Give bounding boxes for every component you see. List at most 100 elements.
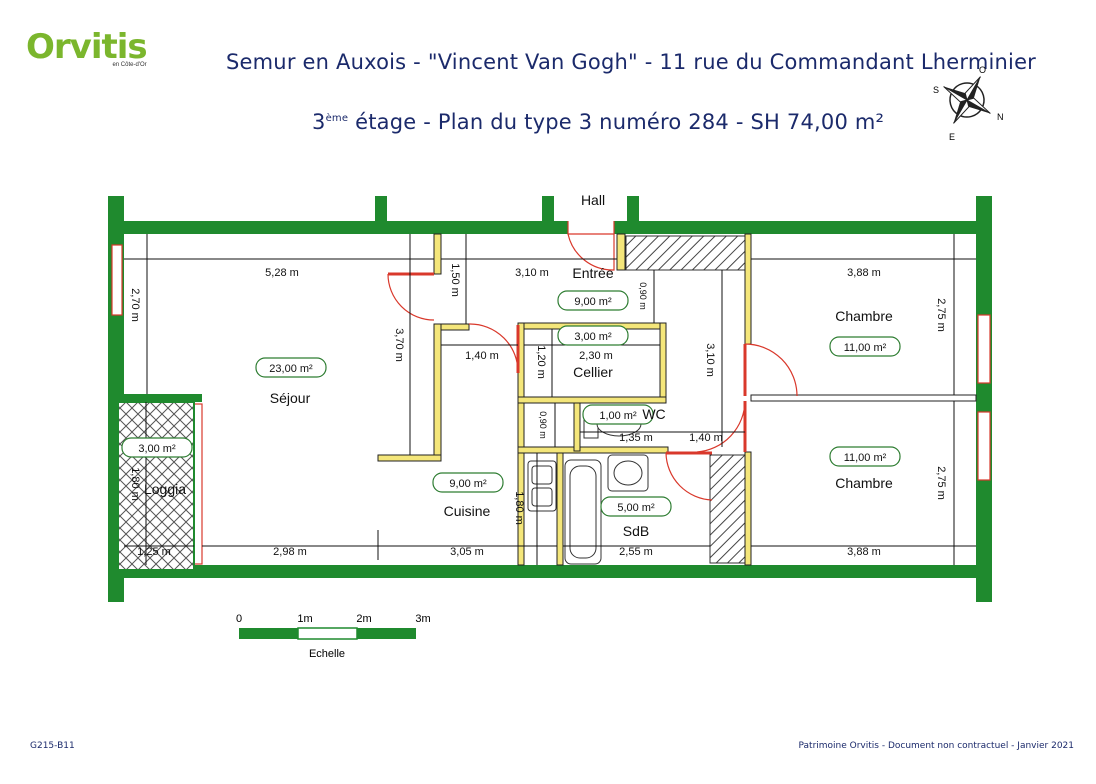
partition: [659, 322, 667, 400]
partition: [377, 454, 442, 462]
area-sdb: 5,00 m²: [617, 502, 655, 514]
door-swing: [665, 452, 713, 501]
compass-label-s: S: [933, 85, 939, 95]
dim-label: 2,70 m: [129, 288, 141, 322]
sink-basin: [531, 487, 553, 507]
dim-label: 2,75 m: [935, 298, 947, 332]
door-swing: [744, 343, 798, 397]
wall-stubs: [108, 196, 992, 602]
dim-label: 3,70 m: [393, 328, 405, 362]
dim-label: 2,75 m: [935, 466, 947, 500]
compass-rose: S O N E: [933, 65, 1004, 142]
dim-label: 3,88 m: [847, 267, 881, 279]
entry-door: [567, 221, 615, 235]
footer-reference: G215-B11: [30, 741, 75, 751]
room-name-loggia: Loggia: [144, 481, 186, 497]
bathtub-inner: [569, 465, 597, 559]
door-swing: [387, 273, 435, 321]
dim-label: 1,80 m: [513, 491, 525, 525]
room-name-hall: Hall: [581, 192, 605, 208]
room-names: Hall Entrée Cellier Séjour Loggia Cuisin…: [144, 192, 893, 539]
room-name-wc: WC: [642, 406, 665, 422]
dim-label: 0,90 m: [538, 411, 548, 439]
dim-label: 1,50 m: [449, 263, 461, 297]
window: [977, 411, 991, 481]
page-subtitle: 3ème étage - Plan du type 3 numéro 284 -…: [312, 110, 884, 134]
partition: [517, 446, 669, 454]
dim-label: 0,90 m: [638, 282, 648, 310]
wall-loggia: [118, 394, 202, 402]
area-labels: 9,00 m² 3,00 m² 23,00 m² 3,00 m² 9,00 m²…: [138, 296, 886, 514]
partition: [744, 451, 752, 566]
area-badge: [829, 336, 901, 357]
wall-bottom: [108, 565, 992, 578]
scale-bar: 0 1m 2m 3m Echelle: [236, 613, 431, 660]
scale-label: Echelle: [309, 648, 345, 660]
door-swing: [468, 323, 519, 374]
duct: [625, 235, 749, 271]
dim-label: 3,10 m: [515, 267, 549, 279]
wall-right: [976, 221, 992, 578]
room-name-cellier: Cellier: [573, 364, 613, 380]
compass-point: [943, 86, 969, 103]
area-badge: [121, 437, 193, 458]
logo: Orvitis en Côte-d'Or: [26, 27, 148, 68]
footer-note: Patrimoine Orvitis - Document non contra…: [798, 741, 1075, 751]
room-name-sejour: Séjour: [270, 390, 311, 406]
windows: [111, 244, 991, 565]
wall: [627, 196, 639, 226]
window: [111, 244, 123, 316]
area-chambre-2: 11,00 m²: [844, 452, 887, 464]
partition: [556, 452, 564, 566]
scale-tick: 0: [236, 613, 242, 625]
wall-top: [108, 221, 568, 234]
area-chambre-1: 11,00 m²: [844, 342, 887, 354]
area-badges: [121, 290, 901, 517]
partition: [616, 233, 626, 271]
scale-tick: 1m: [297, 613, 312, 625]
scale-segment: [239, 628, 298, 639]
plan-description: étage - Plan du type 3 numéro 284 - SH 7…: [348, 110, 885, 134]
floor-suffix: ème: [325, 113, 349, 124]
sink-basin: [531, 465, 553, 485]
dimension-labels: 5,28 m 3,10 m 3,88 m 2,70 m 1,50 m 3,70 …: [129, 263, 947, 558]
area-sejour: 23,00 m²: [269, 363, 313, 375]
door-swing: [567, 233, 615, 271]
dim-label: 2,55 m: [619, 546, 653, 558]
logo-text: Orvitis: [26, 27, 148, 67]
wall: [542, 196, 554, 226]
door-swing: [696, 400, 746, 453]
window: [193, 403, 203, 565]
dim-label: 5,28 m: [265, 267, 299, 279]
area-cellier: 3,00 m²: [574, 331, 612, 343]
area-badge: [600, 496, 672, 517]
room-name-sdb: SdB: [623, 523, 649, 539]
scale-segment: [357, 628, 416, 639]
area-badge: [432, 472, 504, 493]
partition: [750, 394, 977, 402]
room-name-entree: Entrée: [572, 265, 613, 281]
dim-label: 3,10 m: [704, 343, 716, 377]
area-badge: [557, 290, 629, 311]
partition: [573, 402, 581, 452]
dimension-lines: [124, 234, 976, 565]
dim-label: 1,80 m: [129, 467, 141, 501]
dim-label: 2,98 m: [273, 546, 307, 558]
partition: [433, 233, 442, 275]
area-badge: [557, 325, 629, 346]
loggia-floor: [117, 401, 195, 571]
partition: [744, 233, 752, 345]
compass-point: [965, 97, 991, 114]
scale-tick: 2m: [356, 613, 371, 625]
area-badge: [255, 357, 327, 378]
dim-label: 1,35 m: [619, 432, 653, 444]
dim-label: 2,30 m: [579, 350, 613, 362]
wall: [976, 196, 992, 228]
dim-label: 3,88 m: [847, 546, 881, 558]
compass-point: [953, 98, 970, 124]
dim-label: 1,40 m: [689, 432, 723, 444]
wall: [375, 196, 387, 226]
partition: [440, 323, 470, 331]
compass-label-n: N: [997, 112, 1004, 122]
